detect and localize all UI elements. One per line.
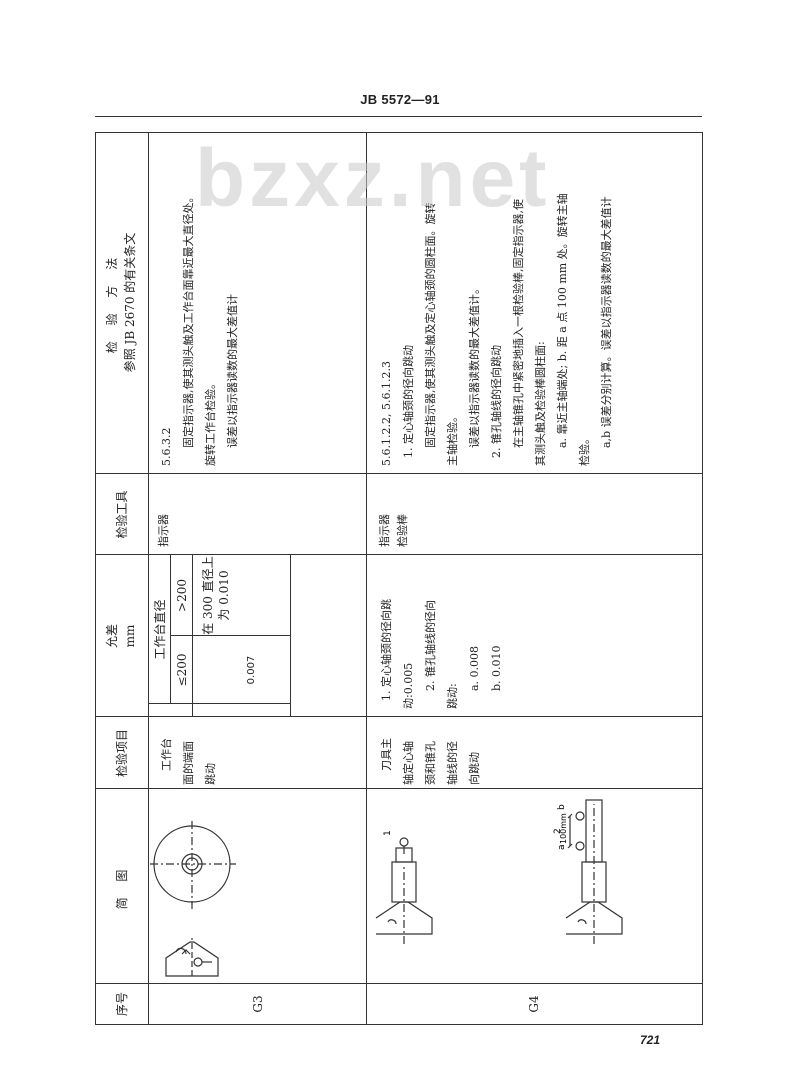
- tol-g4-line-6: b. 0.010: [490, 645, 503, 691]
- tol-g3-inner-left: [148, 703, 290, 704]
- tol-g3-sub-line-2: [192, 555, 193, 717]
- inspection-table: 序号 简 图 检验项目 允差 mm 检验工具 检 验 方 法 参照 JB 267…: [95, 132, 703, 1025]
- tools-g4-test-bar: 检验棒: [396, 514, 409, 547]
- item-g4-line-1: 刀具主: [380, 738, 393, 771]
- worktable-runout-sketch: [150, 818, 236, 977]
- tools-g3: 指示器: [156, 474, 172, 555]
- item-g4: 刀具主 轴定心轴 颈和锥孔 轴线的径 向跳动: [376, 717, 486, 789]
- point-b-label: b: [557, 804, 567, 810]
- watermark: bzxz.net: [195, 133, 551, 224]
- sketch-g4: 1 2 a b 100mm: [366, 789, 704, 984]
- tol-g3-col2-value: 在 300 直径上 为 0.010: [200, 555, 232, 636]
- tol-g3-sub-line-1: [170, 555, 171, 704]
- item-g3-line-3: 跳动: [204, 763, 217, 785]
- tol-g3-col2-head: >200: [175, 579, 189, 612]
- header-rule: [95, 116, 702, 117]
- tools-g4-indicator: 指示器: [378, 514, 391, 547]
- header-method: 检 验 方 法: [105, 251, 119, 354]
- item-g4-line-2: 轴定心轴: [402, 741, 415, 785]
- dimension-label: 100mm: [559, 813, 568, 844]
- method-g4-line-9: a. 靠近主轴端处; b. 距 a 点 100 mm 处。旋转主轴: [556, 193, 569, 448]
- header-item: 检验项目: [115, 729, 129, 778]
- tol-g3-col1-value: 0.007: [246, 655, 257, 685]
- row-id-g3: G3: [251, 995, 265, 1013]
- header-seq: 序号: [115, 992, 129, 1017]
- page-number: 721: [640, 1033, 661, 1047]
- tools-g4: 指示器 检验棒: [376, 474, 412, 555]
- header-tolerance-unit: mm: [123, 624, 137, 648]
- tol-g3-sub-bottom: [290, 555, 291, 717]
- item-g3-line-1: 工作台: [160, 738, 173, 771]
- method-g4-line-11: a,b 误差分别计算。误差以指示器读数的最大差值计: [600, 196, 613, 448]
- item-g3-line-2: 面的端面: [182, 741, 195, 785]
- item-g3: 工作台 面的端面 跳动: [156, 717, 222, 789]
- method-g4-line-10: 检验。: [578, 433, 591, 466]
- header-tools: 检验工具: [115, 490, 129, 539]
- tol-g4-line-3: 2. 锥孔轴线的径向: [424, 600, 437, 691]
- tol-g4-line-4: 跳动:: [446, 683, 459, 709]
- spindle-runout-sketch: 1 2 a b 100mm: [375, 799, 623, 944]
- tol-g4-line-2: 动:0.005: [402, 662, 415, 709]
- header-sketch: 简 图: [115, 863, 129, 910]
- point-a-label: a: [557, 844, 567, 850]
- tools-g3-indicator: 指示器: [157, 514, 170, 547]
- tol-g4-line-1: 1. 定心轴颈的径向跳: [380, 599, 393, 701]
- item-g4-line-5: 向跳动: [468, 752, 481, 785]
- tol-g3-col2-line-1: 在 300 直径上: [201, 556, 215, 635]
- tolerance-g4: 1. 定心轴颈的径向跳 动:0.005 2. 锥孔轴线的径向 跳动: a. 0.…: [376, 555, 508, 717]
- method-g3-line-1: 5.6.3.2: [160, 427, 173, 466]
- tol-g3-col2-line-2: 为 0.010: [217, 570, 231, 621]
- item-g4-line-3: 颈和锥孔: [424, 741, 437, 785]
- header-tolerance: 允差: [105, 624, 119, 649]
- header-method-subtitle: 参照 JB 2670 的有关条文: [123, 232, 137, 373]
- row-id-g4: G4: [527, 995, 541, 1013]
- sketch-g3: [148, 789, 366, 984]
- tol-g3-col1-head: ≤200: [175, 653, 189, 687]
- callout-1: 1: [383, 830, 393, 836]
- item-g4-line-4: 轴线的径: [446, 741, 459, 785]
- standard-code-header: JB 5572—91: [360, 92, 440, 107]
- tol-g4-line-5: a. 0.008: [468, 645, 481, 691]
- callout-2: 2: [553, 828, 563, 834]
- tol-g3-subheader: 工作台直径: [153, 599, 167, 660]
